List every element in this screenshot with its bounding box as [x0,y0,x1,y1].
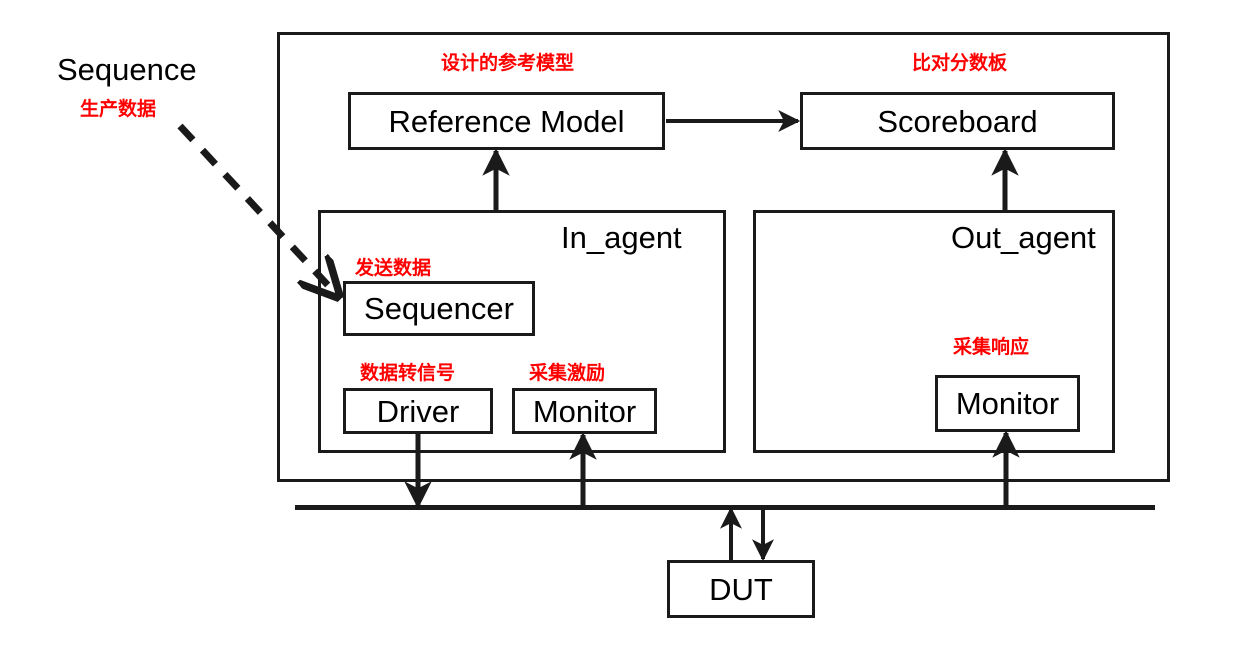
out-agent-monitor-note: 采集响应 [953,336,1030,358]
out-agent-monitor-label: Monitor [955,386,1060,421]
sequence-note: 生产数据 [80,98,157,120]
scoreboard-box[interactable]: Scoreboard [800,92,1115,150]
in-agent-monitor-label: Monitor [532,393,637,429]
out-agent-title: Out_agent [951,220,1096,255]
sequence-label: Sequence [57,52,197,87]
driver-box[interactable]: Driver [343,388,493,434]
driver-label: Driver [376,393,460,429]
scoreboard-note: 比对分数板 [912,52,1008,74]
reference-model-label: Reference Model [388,103,625,139]
in-agent-monitor-box[interactable]: Monitor [512,388,657,434]
out-agent-box[interactable] [753,210,1115,453]
scoreboard-label: Scoreboard [877,103,1038,139]
interface-bus-line [295,505,1155,510]
sequencer-note: 发送数据 [355,257,432,279]
sequencer-box[interactable]: Sequencer [343,281,535,336]
sequencer-label: Sequencer [364,291,514,326]
dut-box[interactable]: DUT [667,560,815,618]
reference-model-note: 设计的参考模型 [441,52,575,74]
out-agent-monitor-box[interactable]: Monitor [935,375,1080,432]
in-agent-box[interactable] [318,210,726,453]
dut-label: DUT [709,571,773,607]
reference-model-box[interactable]: Reference Model [348,92,665,150]
in-agent-monitor-note: 采集激励 [529,362,606,384]
in-agent-title: In_agent [561,220,682,255]
driver-note: 数据转信号 [360,362,456,384]
